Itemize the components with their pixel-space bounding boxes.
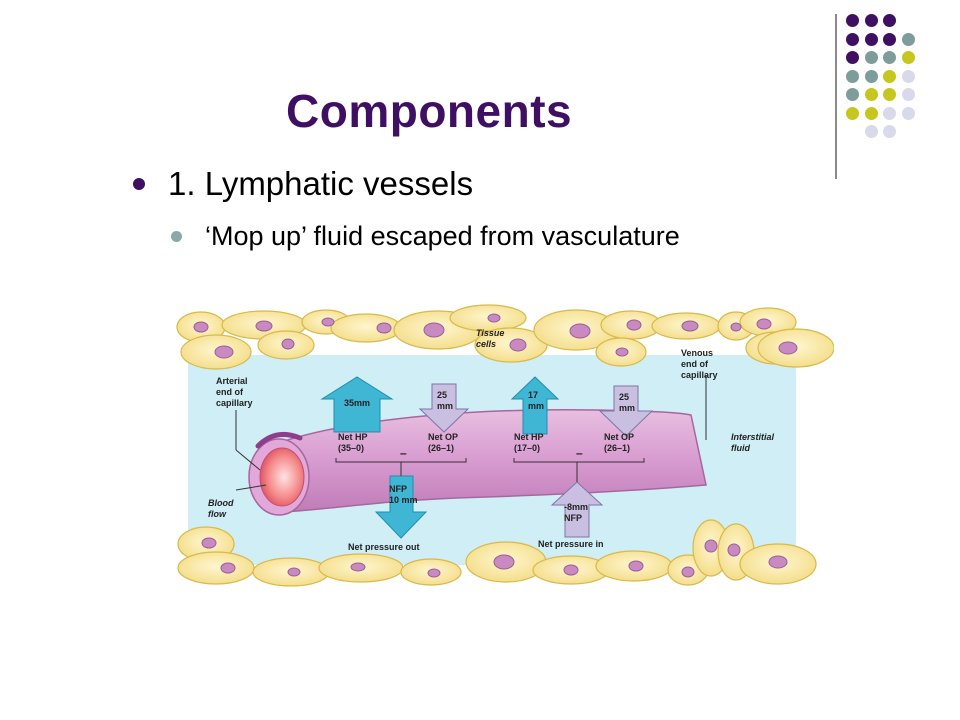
decor-dot <box>864 106 878 120</box>
arterial-hp-value: 35mm <box>344 398 370 408</box>
brackets <box>235 375 707 491</box>
bottom-cell-nuclei <box>201 537 788 578</box>
decor-dot <box>864 51 878 64</box>
decor-dot <box>883 88 896 101</box>
decor-dot <box>846 69 859 83</box>
decor-dot <box>883 69 896 83</box>
decor-dot <box>846 106 859 120</box>
decorative-dot-grid <box>846 14 956 159</box>
venous-hp-arrow <box>510 376 560 435</box>
bullet-level-1: 1. Lymphatic vessels <box>133 165 473 203</box>
bullet-dot-icon <box>133 178 145 190</box>
bullet-text: ‘Mop up’ fluid escaped from vasculature <box>205 221 680 251</box>
decor-dot <box>846 51 859 64</box>
decor-dot <box>901 32 915 46</box>
net-hp-venous-label: Net HP(17–0) <box>514 432 544 453</box>
net-op-venous-label: Net OP(26–1) <box>604 432 634 453</box>
decor-dot <box>883 125 896 138</box>
nfp-out-arrow <box>374 475 428 539</box>
decor-dot <box>864 14 878 27</box>
decor-dot <box>901 106 915 120</box>
net-pressure-out-label: Net pressure out <box>348 542 420 552</box>
decor-dot <box>864 88 878 101</box>
bullet-dot-icon <box>171 231 182 242</box>
venous-op-arrow <box>598 385 654 437</box>
arterial-hp-arrow <box>320 376 394 433</box>
decor-dot <box>846 32 859 46</box>
decor-dot <box>864 32 878 46</box>
decor-dot <box>864 125 878 138</box>
decor-dot <box>883 51 896 64</box>
decor-dot <box>883 32 896 46</box>
net-hp-arterial-label: Net HP(35–0) <box>338 432 368 453</box>
decor-dot <box>846 14 859 27</box>
divider-line <box>835 14 837 179</box>
decor-dot <box>901 51 915 64</box>
arterial-op-arrow <box>418 383 470 433</box>
decor-dot <box>901 69 915 83</box>
net-pressure-in-label: Net pressure in <box>538 539 604 549</box>
decor-dot <box>883 14 896 27</box>
top-cell-nuclei <box>193 313 798 359</box>
bottom-tissue-cells <box>177 519 817 587</box>
slide-title: Components <box>286 85 573 137</box>
minus-venous: – <box>576 446 583 460</box>
decor-dot <box>901 88 915 101</box>
bullet-level-2: ‘Mop up’ fluid escaped from vasculature <box>171 221 680 252</box>
decor-dot <box>883 106 896 120</box>
decor-dot <box>864 69 878 83</box>
net-op-arterial-label: Net OP(26–1) <box>428 432 458 453</box>
decor-dot <box>846 88 859 101</box>
minus-arterial: – <box>400 446 407 460</box>
bullet-text: 1. Lymphatic vessels <box>168 165 474 202</box>
nfp-in-arrow <box>550 481 604 538</box>
